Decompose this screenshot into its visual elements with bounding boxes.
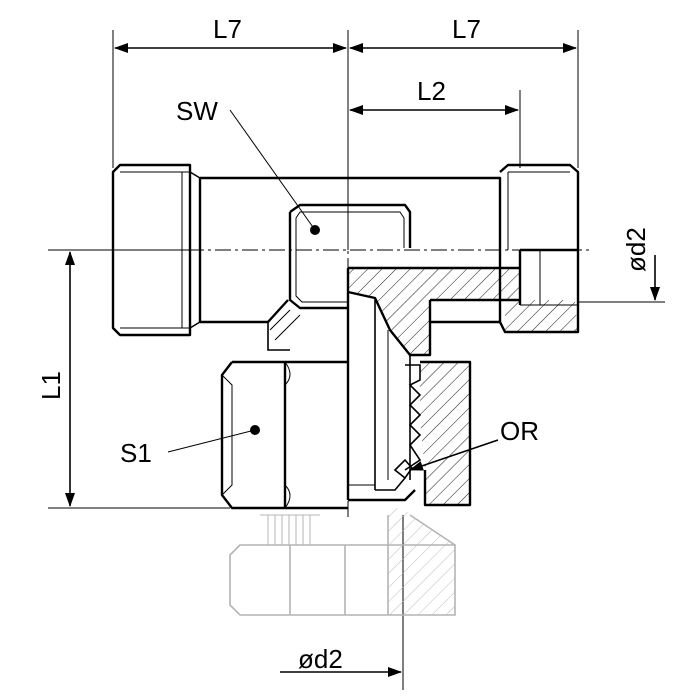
or-leader-arrow: [409, 439, 499, 471]
dim-label-l7-right: L7: [452, 14, 481, 44]
s1-dot: [250, 425, 260, 435]
leaders: [167, 109, 499, 471]
dim-label-od2-right: ød2: [621, 227, 651, 272]
dim-label-l1: L1: [36, 371, 66, 400]
label-or: OR: [500, 416, 539, 446]
grey-mating-part: [229, 508, 456, 616]
dimension-lines: [48, 30, 665, 690]
swivel-nut: [220, 360, 472, 510]
dim-label-od2-bottom: ød2: [298, 644, 343, 674]
left-thread-port: [111, 163, 201, 337]
label-s1: S1: [120, 438, 152, 468]
sw-dot: [310, 225, 320, 235]
dim-label-l7-left: L7: [213, 14, 242, 44]
label-sw: SW: [176, 96, 218, 126]
tee-body: [198, 176, 502, 351]
dim-label-l2: L2: [417, 76, 446, 106]
